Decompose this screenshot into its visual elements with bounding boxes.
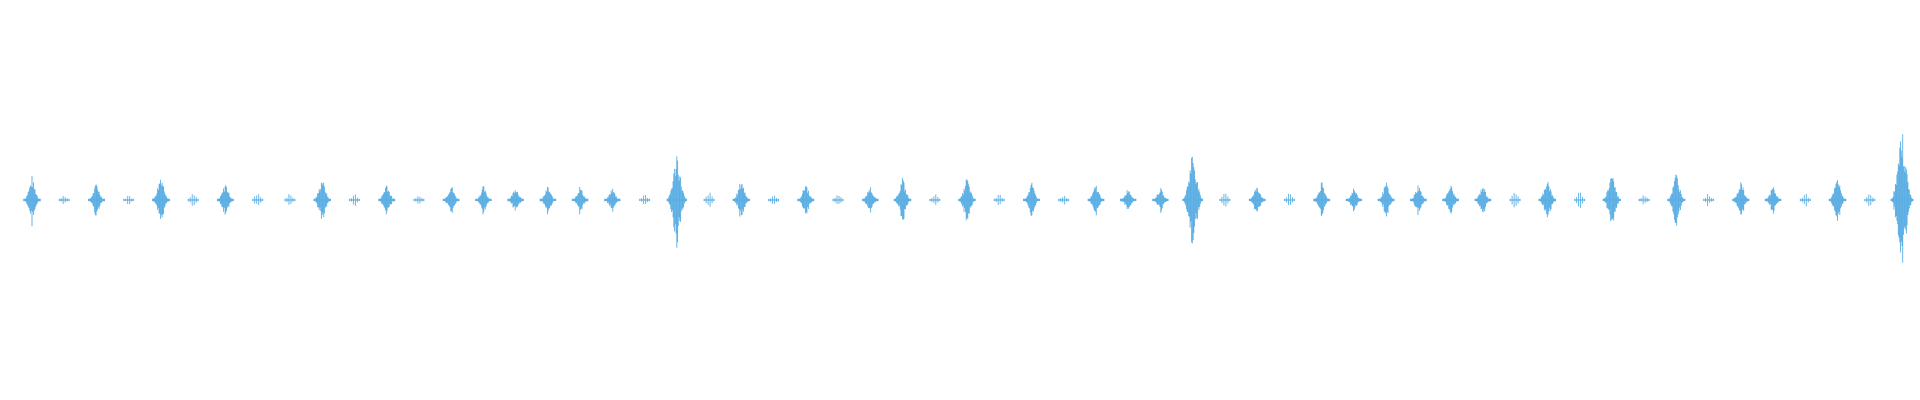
waveform-burst <box>1602 178 1621 221</box>
waveform-burst <box>958 179 976 221</box>
waveform-burst <box>348 194 360 206</box>
waveform-burst <box>1442 185 1459 214</box>
waveform-burst <box>1509 192 1521 208</box>
waveform-burst <box>23 176 41 227</box>
waveform-burst <box>1219 193 1231 207</box>
waveform-burst <box>539 187 557 215</box>
waveform-burst <box>123 196 135 205</box>
waveform-burst <box>413 196 425 204</box>
waveform-burst <box>797 186 815 214</box>
waveform-burst <box>252 194 264 206</box>
waveform-burst <box>1474 188 1492 213</box>
waveform-burst <box>832 195 844 204</box>
waveform-burst <box>1283 193 1295 206</box>
waveform-burst <box>1828 180 1847 221</box>
waveform-burst <box>1345 188 1363 212</box>
waveform-burst <box>768 195 780 204</box>
waveform-burst <box>284 194 296 205</box>
waveform-burst <box>571 187 589 215</box>
waveform-burst <box>993 195 1005 205</box>
waveform-burst <box>862 187 879 213</box>
waveform-burst <box>1058 195 1070 205</box>
waveform-burst <box>187 194 199 206</box>
waveform-bursts <box>23 134 1914 263</box>
waveform-burst <box>1377 182 1395 217</box>
waveform-burst <box>732 183 750 217</box>
waveform-burst <box>929 194 941 205</box>
waveform-burst <box>1313 182 1331 217</box>
waveform-burst <box>1764 187 1782 214</box>
waveform-burst <box>703 192 715 207</box>
waveform-burst <box>1087 185 1105 216</box>
waveform-burst <box>1410 185 1427 215</box>
waveform-burst <box>378 185 396 215</box>
waveform-burst <box>1248 187 1266 212</box>
waveform-burst <box>1182 156 1204 244</box>
waveform-burst <box>666 156 688 248</box>
waveform-burst <box>1574 192 1586 208</box>
waveform-burst <box>216 185 234 215</box>
waveform-burst <box>475 186 492 215</box>
waveform-burst <box>58 195 70 204</box>
waveform-burst <box>1890 134 1914 263</box>
waveform-burst <box>604 188 621 212</box>
waveform-burst <box>1667 174 1686 226</box>
waveform-burst <box>88 184 105 216</box>
waveform-burst <box>1152 188 1169 213</box>
waveform-burst <box>1023 182 1040 216</box>
waveform-burst <box>152 179 170 219</box>
waveform-burst <box>1732 182 1750 215</box>
waveform-burst <box>1799 194 1811 207</box>
waveform-burst <box>507 190 524 211</box>
waveform-burst <box>893 178 912 220</box>
waveform-burst <box>1703 194 1715 206</box>
waveform-burst <box>1638 195 1650 205</box>
waveform-burst <box>1120 190 1137 210</box>
waveform-burst <box>1864 194 1876 206</box>
waveform-burst <box>313 182 331 219</box>
waveform-burst <box>442 187 460 213</box>
waveform-burst <box>1538 182 1557 218</box>
waveform-burst <box>639 195 651 204</box>
